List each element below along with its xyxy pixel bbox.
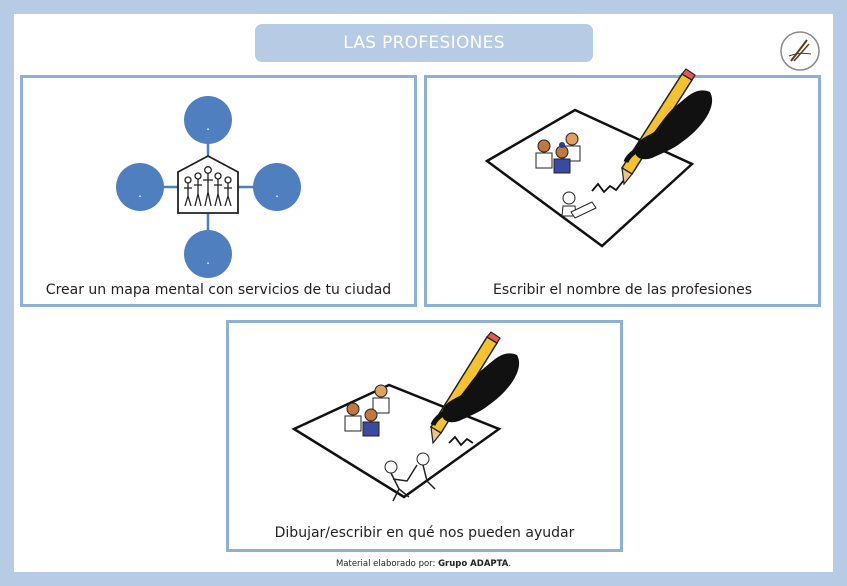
mind-map-node-top: . (184, 96, 232, 144)
svg-text:.: . (206, 119, 210, 133)
svg-text:.: . (138, 186, 142, 200)
panel-caption: Crear un mapa mental con servicios de tu… (45, 282, 392, 298)
footer-author: Grupo ADAPTA (438, 559, 509, 569)
svg-text:.: . (206, 253, 210, 267)
mind-map-diagram: . . . . (116, 96, 301, 278)
svg-text:.: . (275, 186, 279, 200)
write-illustration (484, 68, 713, 248)
footer-credit: Material elaborado por: Grupo ADAPTA. (0, 559, 847, 569)
panel-draw-help: Dibujar/escribir en qué nos pueden ayuda… (226, 320, 623, 552)
city-people-icon (177, 154, 239, 214)
panel-caption: Escribir el nombre de las profesiones (492, 282, 753, 298)
professionals-icon (535, 132, 581, 174)
footer-suffix: . (508, 559, 512, 569)
page-title: LAS PROFESIONES (255, 24, 593, 62)
name-tag-icon (561, 191, 597, 219)
draw-illustration (291, 331, 520, 502)
panel-mind-map: . . . . Crear un mapa mental con servici… (20, 75, 417, 307)
hand-icon (430, 353, 520, 426)
mind-map-node-left: . (116, 163, 164, 211)
panel-write-names: Escribir el nombre de las profesiones (424, 68, 821, 307)
panel-caption: Dibujar/escribir en qué nos pueden ayuda… (274, 525, 575, 541)
hand-icon (623, 90, 713, 163)
footer-prefix: Material elaborado por: (335, 559, 439, 569)
mind-map-node-bottom: . (184, 230, 232, 278)
mind-map-node-right: . (253, 163, 301, 211)
professionals-icon (344, 384, 390, 437)
logo-icon (780, 31, 820, 71)
helping-people-icon (384, 452, 436, 502)
